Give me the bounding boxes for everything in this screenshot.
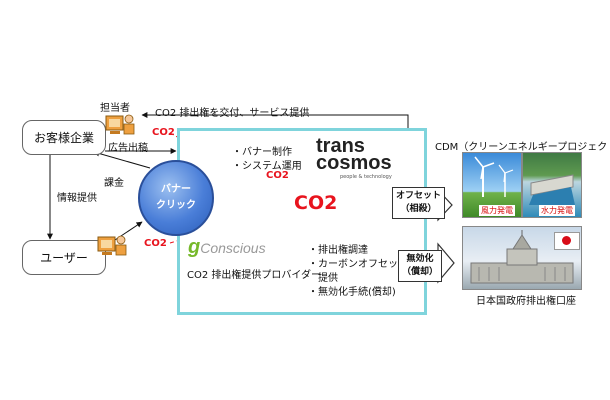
wind-power-photo: 風力発電 [462,152,522,218]
client-company-box: お客様企業 [22,120,106,155]
wind-turbine-icon [474,156,514,197]
diet-building-icon [470,230,574,284]
ad-label: 広告出稿 [108,143,148,154]
cdm-title: CDM（クリーンエネルギープロジェクト） [435,142,610,153]
invalidate-badge-line2: （償却） [402,267,439,277]
offset-badge-line1: オフセット [396,191,442,201]
billing-label: 課金 [104,178,124,189]
gconscious-logo: gConscious [188,236,266,259]
offset-badge-line2: （相殺） [400,204,437,214]
user-box: ユーザー [22,240,106,275]
co2-label-user: CO2 [144,238,167,249]
service-arrow [141,112,409,128]
gc-service-offset: ・カーボンオフセット [308,259,408,270]
hydro-power-label: 水力発電 [539,205,575,216]
gov-account-label: 日本国政府排出権口座 [476,296,576,307]
banner-click-circle: バナー クリック [138,160,214,236]
gc-service-invalidate: ・無効化手続(償却) [308,287,396,298]
gconscious-g: g [188,236,201,258]
service-arrow-label: CO2 排出権を交付、サービス提供 [155,108,310,119]
hydro-power-photo: 水力発電 [522,152,582,218]
transcosmos-logo-line2: cosmos [316,152,392,174]
banner-label: バナー [161,184,191,195]
co2-label-client: CO2 [152,127,175,138]
provider-label: CO2 排出権提供プロバイダー [187,270,321,281]
co2-center-label: CO2 [294,192,338,214]
gc-service-procure: ・排出権調達 [308,245,368,256]
japan-flag-icon [554,232,580,250]
info-label: 情報提供 [57,193,97,204]
click-label: クリック [156,200,196,211]
dam-icon [529,174,575,205]
client-company-label: お客様企業 [33,131,94,145]
invalidate-badge-line1: 無効化 [406,254,434,264]
tc-service-banner: ・バナー制作 [232,147,292,158]
gconscious-text: Conscious [200,240,266,256]
billing-arrow [93,150,151,169]
user-label: ユーザー [40,251,88,265]
transcosmos-logo: trans cosmos [316,135,392,174]
gc-service-offset-cont: 提供 [318,273,338,284]
person-computer-icon [105,114,135,135]
person-label: 担当者 [100,103,130,114]
tc-service-system: ・システム運用 [232,161,302,172]
user-computer-icon [97,235,127,256]
offset-badge: オフセット （相殺） [392,187,446,219]
invalidate-badge: 無効化 （償却） [398,250,443,282]
wind-power-label: 風力発電 [479,205,515,216]
transcosmos-tagline: people & technology [340,174,392,180]
co2-label-provider: CO2 [266,170,289,181]
transcosmos-logo-line1: trans [316,135,365,157]
